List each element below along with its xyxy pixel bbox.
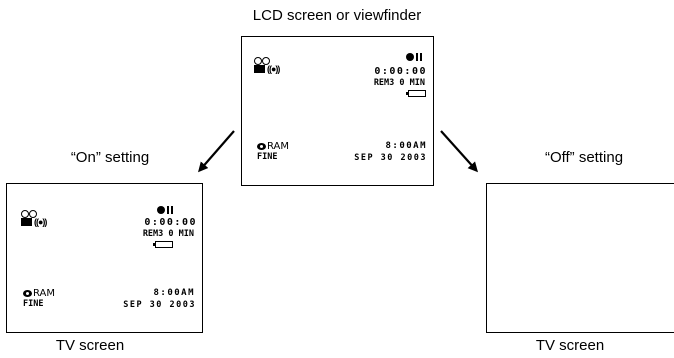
- clock-time: 8:00AM: [385, 141, 427, 151]
- tv-screen-on: ((●)) 0:00:00 REM3 0 MIN RAM FINE 8:00AM…: [6, 183, 203, 333]
- disc-icon: [23, 290, 32, 297]
- off-setting-label: “Off” setting: [544, 149, 624, 166]
- camera-icon: ((●)): [254, 57, 282, 75]
- clock-time: 8:00AM: [153, 288, 195, 298]
- remaining-time: REM3 0 MIN: [373, 78, 425, 88]
- top-caption: LCD screen or viewfinder: [252, 7, 422, 24]
- tv-screen-off: [486, 183, 674, 333]
- tv-screen-right-label: TV screen: [535, 337, 605, 354]
- battery-icon: [153, 241, 173, 248]
- time-counter: 0:00:00: [144, 217, 197, 228]
- quality-label: FINE: [257, 152, 278, 162]
- disc-indicator: RAM: [257, 141, 289, 153]
- time-counter: 0:00:00: [374, 66, 427, 77]
- battery-icon: [406, 90, 426, 97]
- date: SEP 30 2003: [123, 300, 196, 310]
- tv-screen-left-label: TV screen: [55, 337, 125, 354]
- remaining-time: REM3 0 MIN: [142, 229, 194, 239]
- on-setting-label: “On” setting: [70, 149, 150, 166]
- disc-icon: [257, 143, 266, 150]
- lcd-screen: ((●)) 0:00:00 REM3 0 MIN RAM FINE 8:00AM…: [241, 36, 434, 186]
- record-pause-icon: [157, 205, 173, 216]
- date: SEP 30 2003: [354, 153, 427, 163]
- arrow-icon: [198, 130, 235, 173]
- quality-label: FINE: [23, 299, 44, 309]
- disc-indicator: RAM: [23, 288, 55, 300]
- arrow-icon: [440, 130, 479, 173]
- record-pause-icon: [406, 52, 422, 63]
- camera-icon: ((●)): [21, 210, 49, 228]
